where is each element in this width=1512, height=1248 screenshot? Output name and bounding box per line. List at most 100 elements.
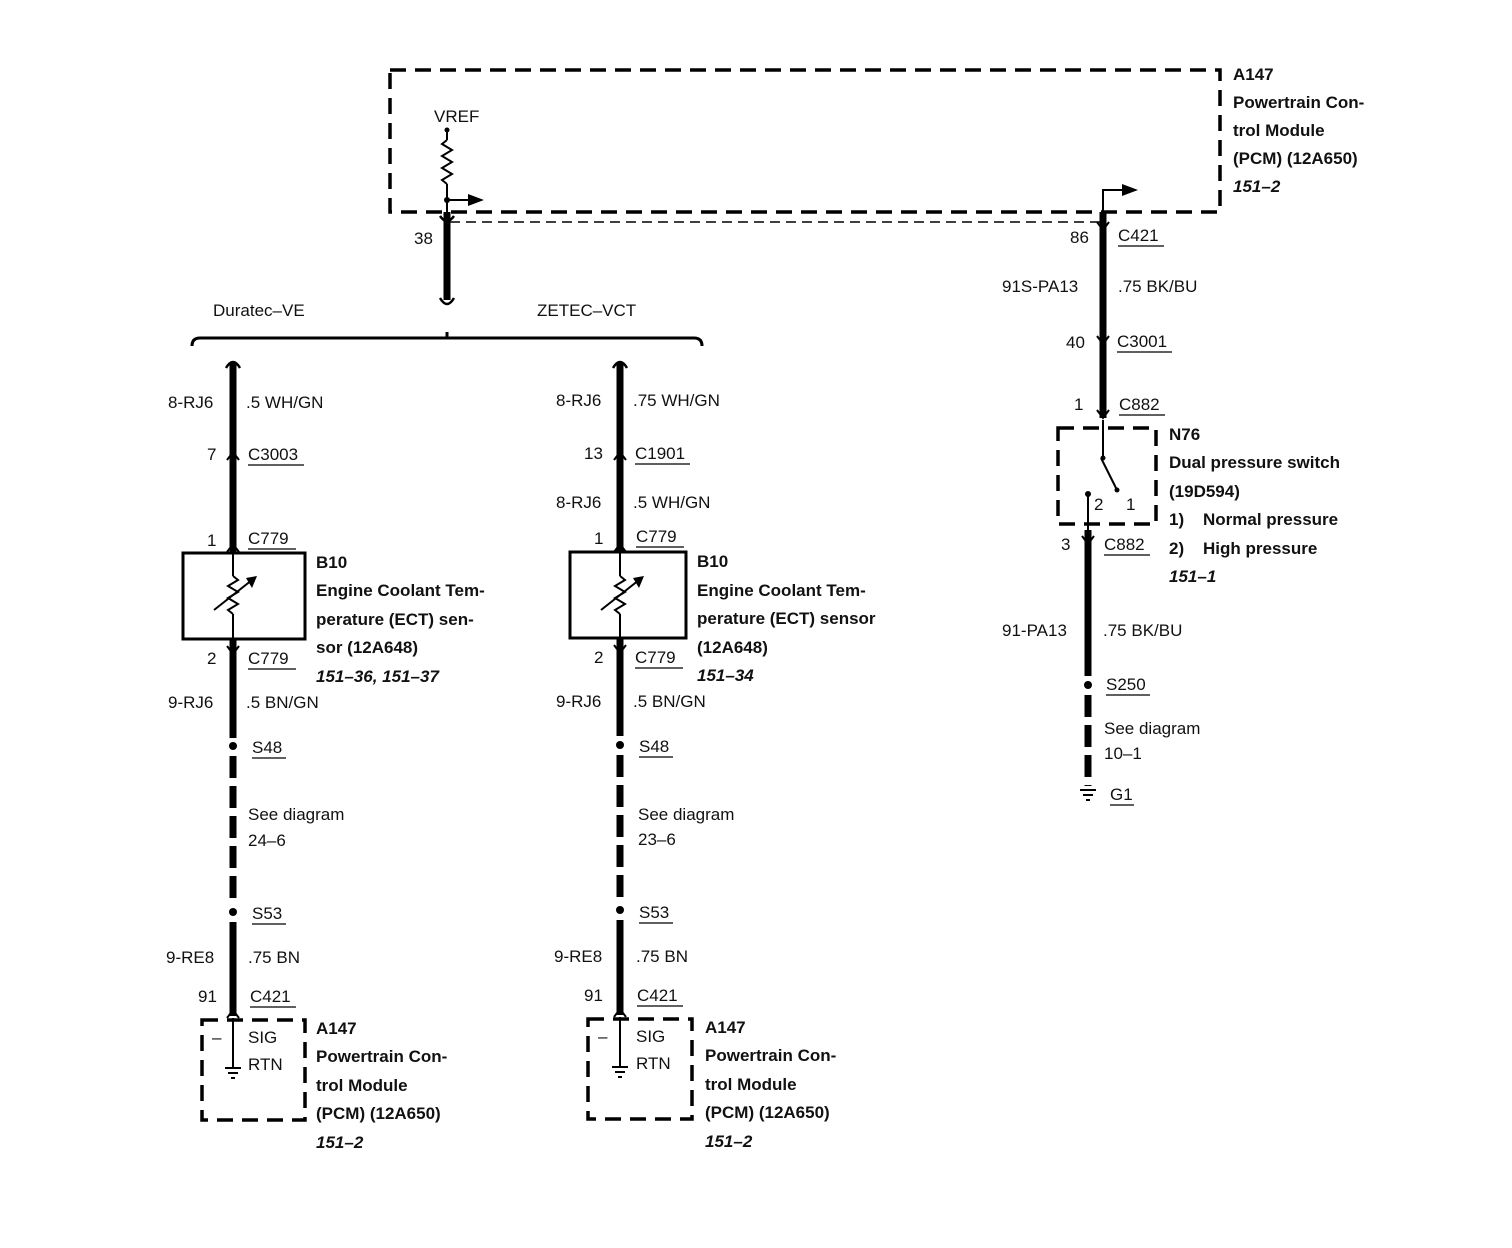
right-wire1-spec: .75 WH/GN [633,391,720,410]
right-wire2-spec: .5 BN/GN [633,692,706,711]
left-rtn: RTN [248,1055,283,1074]
right-wire3-circuit: 9-RE8 [554,947,602,966]
right-pcm-pin: 91 [584,986,603,1005]
left-wire2-circuit: 9-RJ6 [168,693,213,712]
left-sensor-l1: Engine Coolant Tem- [316,581,485,600]
right-sensor-pin1: 1 [594,529,603,548]
far-wire1-spec: .75 BK/BU [1118,277,1197,296]
left-c1-pin: 7 [207,445,216,464]
right-wire3-spec: .75 BN [636,947,688,966]
resistor-symbol [440,139,454,185]
far-c882-bottom: C882 [1104,535,1145,554]
right-ground-icon [612,1066,628,1078]
branch-label-zetec: ZETEC–VCT [537,301,636,320]
far-pin-3: 3 [1061,535,1070,554]
switch-part: (19D594) [1169,482,1240,501]
right-c1-connector: C1901 [635,444,685,463]
left-sensor-l2: perature (ECT) sen- [316,610,474,629]
right-sensor-conn1: C779 [636,527,677,546]
left-pcm-l2: trol Module [316,1076,408,1095]
switch-name: Dual pressure switch [1169,453,1340,472]
left-sensor-pin1: 1 [207,531,216,550]
left-pcm-pin: 91 [198,987,217,1006]
left-wire2-spec: .5 BN/GN [246,693,319,712]
left-wire3-spec: .75 BN [248,948,300,967]
far-c421: C421 [1118,226,1159,245]
switch-opt2: High pressure [1203,539,1317,558]
switch-id: N76 [1169,425,1200,444]
left-pcm-conn: C421 [250,987,291,1006]
right-sensor-ref: 151–34 [697,666,754,685]
pcm-top-ref: 151–2 [1233,177,1281,196]
splice-s250 [1084,681,1092,689]
left-sensor-conn1: C779 [248,529,289,548]
left-splice1-label: S48 [252,738,282,757]
left-splice-s48 [229,742,237,750]
pcm-top-name-l1: Powertrain Con- [1233,93,1364,112]
left-circuit: 8-RJ6 .5 WH/GN 7 C3003 1 C779 B10 Engine… [166,360,485,1152]
left-minus: – [212,1028,222,1047]
far-pin-40: 40 [1066,333,1085,352]
switch-opt1: Normal pressure [1203,510,1338,529]
right-pcm-id: A147 [705,1018,746,1037]
left-splice-s53 [229,908,237,916]
switch-pin-2: 2 [1094,495,1103,514]
pcm-top-id: A147 [1233,65,1274,84]
right-pcm-l3: (PCM) (12A650) [705,1103,830,1122]
right-sensor-id: B10 [697,552,728,571]
pcm-top-dashed-box [388,68,1222,214]
switch-ref: 151–1 [1169,567,1216,586]
pcm-top-name-l3: (PCM) (12A650) [1233,149,1358,168]
left-see-ref: 24–6 [248,831,286,850]
far-see-diagram: See diagram [1104,719,1200,738]
right-see-ref: 23–6 [638,830,676,849]
right-splice-s48 [616,741,624,749]
right-minus: – [598,1027,608,1046]
right-pcm-l2: trol Module [705,1075,797,1094]
left-pcm-l1: Powertrain Con- [316,1047,447,1066]
right-circuit: 8-RJ6 .75 WH/GN 13 C1901 8-RJ6 .5 WH/GN … [554,360,876,1151]
left-sig: SIG [248,1028,277,1047]
left-pcm-l3: (PCM) (12A650) [316,1104,441,1123]
far-c882-top: C882 [1119,395,1160,414]
left-sensor-ref: 151–36, 151–37 [316,667,440,686]
far-c3001: C3001 [1117,332,1167,351]
right-wire2-circuit: 9-RJ6 [556,692,601,711]
left-splice2-label: S53 [252,904,282,923]
left-ground-icon [225,1067,241,1079]
right-wire1-circuit: 8-RJ6 [556,391,601,410]
right-pcm-conn: C421 [637,986,678,1005]
far-see-ref: 10–1 [1104,744,1142,763]
pin-38: 38 [414,229,433,248]
far-pin-1: 1 [1074,395,1083,414]
vref-label: VREF [434,107,479,126]
switch-opt2-num: 2) [1169,539,1184,558]
right-sensor-pin2: 2 [594,648,603,667]
right-wire1b-spec: .5 WH/GN [633,493,710,512]
right-see-diagram: See diagram [638,805,734,824]
left-ect-sensor-box [181,551,307,641]
right-wire1b-circuit: 8-RJ6 [556,493,601,512]
vref-wire: 38 Duratec–VE ZETEC–VCT [190,212,704,347]
g1-ground-icon [1080,789,1096,801]
pcm-top-name-l2: trol Module [1233,121,1325,140]
input-arrow-icon [468,194,484,206]
right-sensor-l3: (12A648) [697,638,768,657]
right-sensor-l1: Engine Coolant Tem- [697,581,866,600]
left-sensor-pin2: 2 [207,649,216,668]
left-c1-connector: C3003 [248,445,298,464]
switch-opt1-num: 1) [1169,510,1184,529]
option-bracket [190,336,704,347]
left-pcm-dashed-box [200,1018,307,1122]
left-wire1-circuit: 8-RJ6 [168,393,213,412]
far-pin-86: 86 [1070,228,1089,247]
far-wire1-circuit: 91S-PA13 [1002,277,1078,296]
left-wire1-spec: .5 WH/GN [246,393,323,412]
right-sensor-l2: perature (ECT) sensor [697,609,876,628]
left-pcm-ref: 151–2 [316,1133,364,1152]
right-ect-sensor-box [568,550,688,640]
right-splice2-label: S53 [639,903,669,922]
right-pcm-ref: 151–2 [705,1132,753,1151]
pressure-switch-circuit: 86 C421 91S-PA13 .75 BK/BU 40 C3001 1 C8… [1002,212,1340,806]
